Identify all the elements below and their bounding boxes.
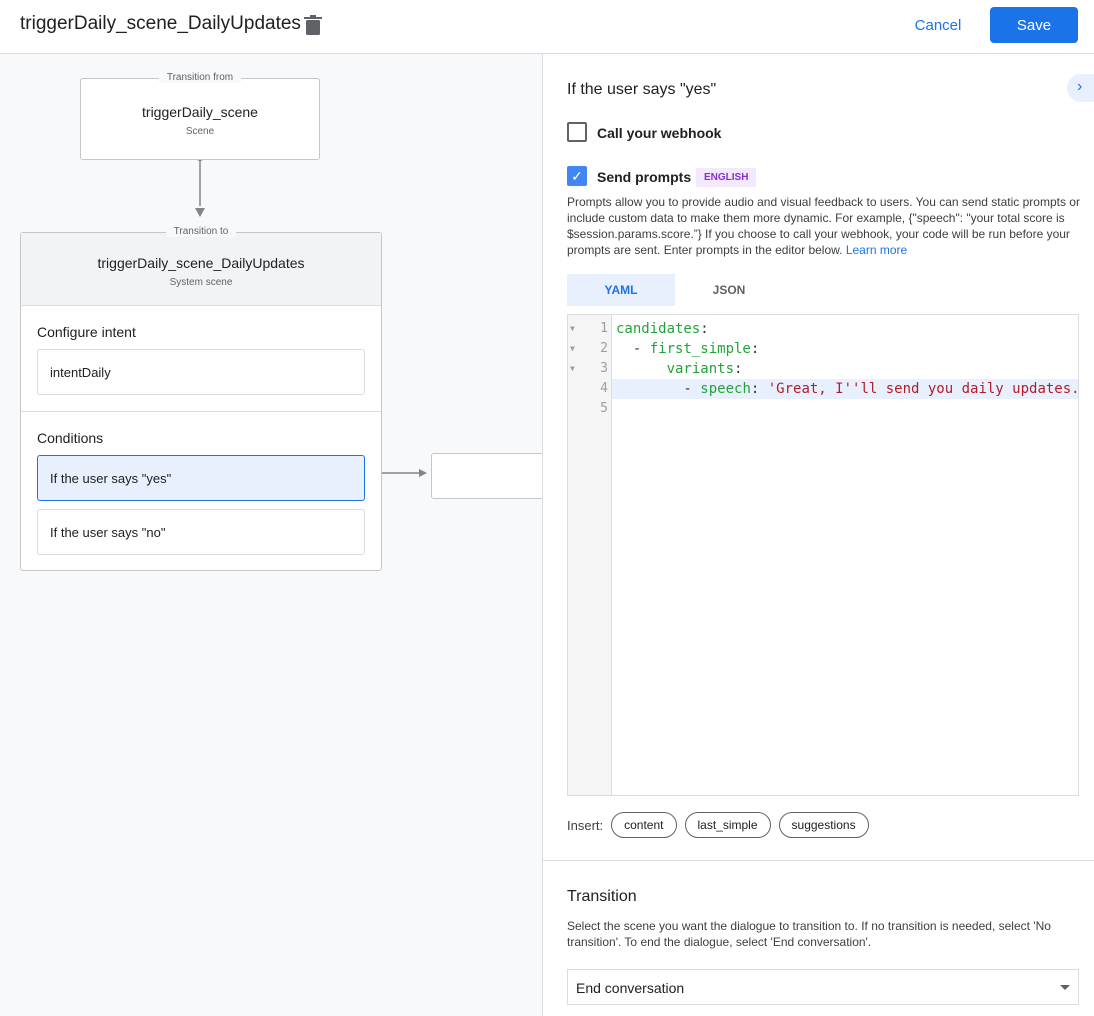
header: triggerDaily_scene_DailyUpdates Cancel S… [0, 0, 1094, 54]
webhook-label: Call your webhook [597, 125, 722, 141]
code-key: speech [700, 381, 751, 397]
line-number: 1 [600, 321, 608, 336]
cancel-button[interactable]: Cancel [902, 8, 974, 42]
send-prompts-checkbox[interactable]: ✓ [567, 166, 587, 186]
transition-to-legend: Transition to [165, 226, 237, 237]
target-node[interactable] [431, 453, 542, 499]
from-scene-name: triggerDaily_scene [142, 104, 258, 120]
prompts-description: Prompts allow you to provide audio and v… [567, 194, 1085, 258]
check-icon: ✓ [571, 168, 583, 184]
send-prompts-label: Send prompts [597, 169, 692, 185]
code-key: first_simple [649, 341, 751, 357]
condition-no[interactable]: If the user says "no" [37, 509, 365, 555]
page-title: triggerDaily_scene_DailyUpdates [20, 13, 301, 34]
learn-more-link[interactable]: Learn more [845, 243, 908, 257]
transition-to-node: Transition to triggerDaily_scene_DailyUp… [20, 226, 382, 571]
line-number: 5 [600, 401, 608, 416]
transition-from-legend: Transition from [158, 72, 242, 83]
description-text: Prompts allow you to provide audio and v… [567, 195, 1080, 257]
tab-json[interactable]: JSON [712, 283, 746, 297]
chip-last-simple[interactable]: last_simple [684, 812, 771, 838]
transition-select[interactable]: End conversation [567, 969, 1079, 1005]
to-scene-type: System scene [169, 277, 233, 288]
chevron-right-icon[interactable]: › [1067, 74, 1094, 102]
line-number: 2 [600, 341, 608, 356]
condition-yes[interactable]: If the user says "yes" [37, 455, 365, 501]
conditions-label: Conditions [37, 430, 104, 446]
detail-panel: If the user says "yes" › Call your webho… [542, 54, 1094, 1016]
transition-from-node[interactable]: Transition from triggerDaily_scene Scene [80, 72, 320, 160]
code-key: variants [666, 361, 735, 377]
to-scene-name: triggerDaily_scene_DailyUpdates [97, 255, 305, 271]
trash-icon[interactable] [304, 15, 322, 35]
line-number: 3 [600, 361, 608, 376]
chip-content[interactable]: content [611, 812, 677, 838]
flow-canvas: Transition from triggerDaily_scene Scene… [0, 54, 542, 1016]
selected-value: End conversation [576, 980, 685, 996]
line-number: 4 [600, 381, 608, 396]
panel-title: If the user says "yes" [567, 81, 717, 98]
code-key: candidates [616, 321, 701, 337]
code-value: 'Great, I''ll send you daily updates. [767, 381, 1079, 397]
configure-intent-label: Configure intent [37, 324, 136, 340]
intent-item[interactable]: intentDaily [37, 349, 365, 395]
save-button[interactable]: Save [990, 7, 1078, 43]
divider [543, 860, 1094, 861]
transition-title: Transition [567, 888, 637, 905]
insert-label: Insert: [567, 817, 604, 833]
tab-yaml[interactable]: YAML [567, 274, 675, 306]
dropdown-arrow-icon [1060, 985, 1070, 990]
transition-description: Select the scene you want the dialogue t… [567, 919, 1051, 949]
insert-row: Insert: content last_simple suggestions [567, 812, 869, 838]
from-scene-type: Scene [185, 126, 215, 137]
webhook-checkbox[interactable] [567, 122, 587, 142]
chip-suggestions[interactable]: suggestions [778, 812, 869, 838]
language-badge: ENGLISH [696, 168, 757, 187]
